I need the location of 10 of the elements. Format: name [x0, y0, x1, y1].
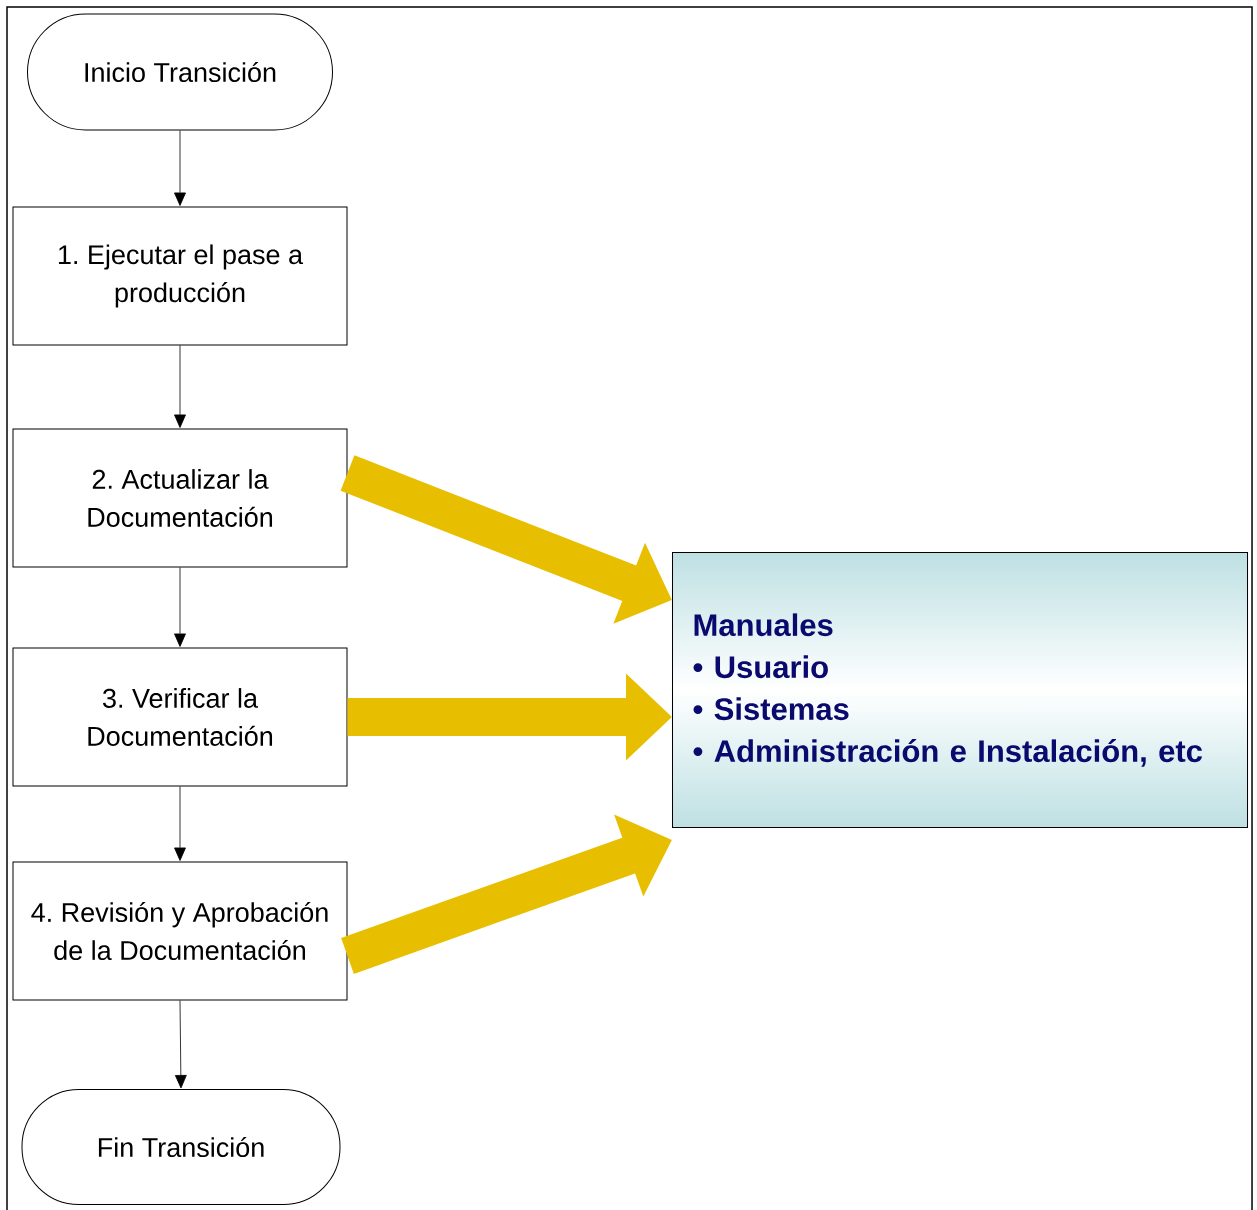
arrow [174, 130, 186, 206]
process-box: 1. Ejecutar el pase a producción [12, 206, 348, 346]
process-box: 2. Actualizar la Documentación [12, 428, 348, 568]
arrow [174, 345, 186, 428]
info-box: Manuales • Usuario • Sistemas • Administración e Instalación, etc [672, 552, 1248, 828]
process-box: 3. Verificar la Documentación [12, 647, 348, 787]
arrow [174, 567, 186, 647]
arrow [174, 1000, 187, 1089]
arrow [174, 786, 186, 861]
process-box: 4. Revisión y Aprobación de la Documentación [12, 861, 348, 1001]
